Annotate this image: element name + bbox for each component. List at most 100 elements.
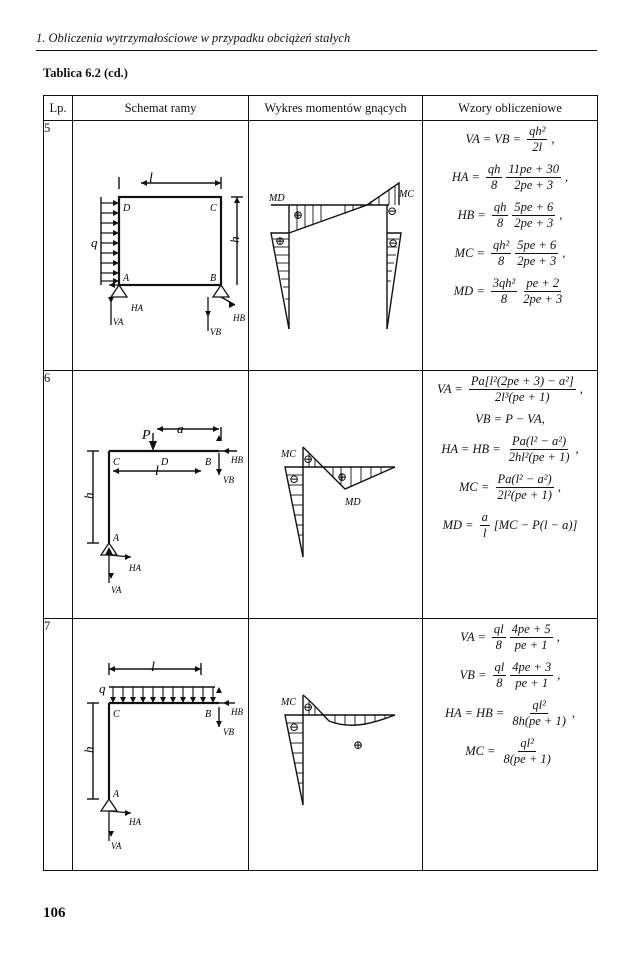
formula-den: 8: [497, 254, 505, 268]
formula-den: 8(pe + 1): [503, 752, 551, 766]
moment-chart-5: MD MC ⊕ ⊕ ⊖ ⊖: [268, 181, 414, 330]
formula-num: a: [479, 510, 490, 526]
formula-lhs: HA = HB =: [441, 442, 501, 456]
formula-den: 8h(pe + 1): [512, 714, 566, 728]
formula-num: pe + 2: [524, 276, 562, 292]
minus-sign: ⊖: [289, 472, 299, 486]
minus-sign: ⊖: [387, 204, 397, 218]
frame-scheme-7: l q h C B A HA HB VA VB: [72, 618, 249, 871]
label-HB: HB: [230, 707, 243, 717]
formula-num: ql²: [518, 736, 536, 752]
label-l: l: [151, 660, 155, 675]
formula-den: 2l³(pe + 1): [495, 390, 550, 404]
minus-sign: ⊖: [303, 452, 313, 466]
formulas-6: VA =Pa[l²(2pe + 3) − a²]2l³(pe + 1), VB …: [422, 370, 598, 619]
formula-num: qh: [491, 200, 509, 216]
formula-lhs: VA = VB =: [465, 132, 522, 146]
formula-den: 2hl²(pe + 1): [508, 450, 570, 464]
frame-scheme-5: l h q D C A B HA HB VA VB: [72, 120, 249, 371]
formula-lhs: VA =: [437, 382, 463, 396]
formula-den: 8: [495, 638, 502, 652]
label-h: h: [227, 237, 242, 244]
formula-lhs: MC =: [454, 246, 485, 260]
hatching: [287, 453, 382, 536]
formula-num: 4pe + 5: [509, 622, 553, 638]
formula-den: 2l²(pe + 1): [497, 488, 552, 502]
label-B: B: [205, 709, 211, 720]
pin-support-a: [99, 797, 119, 812]
formula-num: 3qh²: [490, 276, 518, 292]
frame-diagram-7: l q h C B A HA HB VA VB: [81, 660, 243, 851]
hatching: [273, 186, 399, 300]
frame-diagram-6: P a l h C D B A HA HB VA VB: [81, 421, 243, 595]
formula-tail: ,: [559, 208, 563, 222]
label-P: P: [141, 428, 151, 443]
header-frame-scheme: Schemat ramy: [72, 95, 249, 121]
row-number: 5: [43, 120, 73, 371]
label-B: B: [210, 273, 216, 284]
plus-sign: ⊕: [353, 738, 363, 752]
formula-num: qh²: [490, 238, 512, 254]
label-VB: VB: [210, 327, 221, 337]
plus-sign: ⊕: [275, 234, 285, 248]
formula-lhs: MD =: [442, 518, 474, 532]
formula-tail: ,: [564, 170, 569, 184]
table-row: 5: [43, 120, 598, 371]
label-MD: MD: [268, 193, 285, 204]
formula-den: 2pe + 3: [517, 254, 557, 268]
label-A: A: [112, 789, 120, 800]
label-HB: HB: [232, 313, 245, 323]
label-a: a: [177, 421, 184, 436]
formula-den: pe + 1: [514, 638, 548, 652]
formula-num: 5pe + 6: [512, 200, 556, 216]
minus-sign: ⊖: [289, 720, 299, 734]
label-HA: HA: [128, 817, 141, 827]
page-number: 106: [43, 905, 66, 921]
frame-scheme-6: P a l h C D B A HA HB VA VB: [72, 370, 249, 619]
label-C: C: [210, 203, 217, 214]
formula-lhs: HA = HB =: [444, 706, 505, 720]
formula: VA =Pa[l²(2pe + 3) − a²]2l³(pe + 1),: [423, 374, 597, 405]
moment-diagram-5: MD MC ⊕ ⊕ ⊖ ⊖: [248, 120, 423, 371]
formula-lhs: HB =: [457, 208, 486, 222]
label-MC: MC: [280, 449, 296, 460]
formula-tail: [MC − P(l − a)]: [493, 518, 578, 532]
table-row: 6: [43, 370, 598, 619]
minus-sign: ⊖: [303, 700, 313, 714]
label-B: B: [205, 457, 211, 468]
moment-diagram-7: MC ⊖ ⊖ ⊕: [248, 618, 423, 871]
column-moment-curve: [284, 714, 304, 806]
formula-den: 8: [496, 676, 503, 690]
label-MC: MC: [280, 697, 296, 708]
formula-text: VB = P − VA,: [475, 412, 545, 426]
formula-den: 2pe + 3: [514, 178, 554, 192]
formula-lhs: MD =: [453, 284, 485, 298]
formula-num: ql²: [530, 698, 548, 714]
header-rule: [36, 50, 597, 51]
formula-lhs: MC =: [465, 744, 496, 758]
formula-num: Pa(l² − a²): [495, 472, 554, 488]
formula-tail: ,: [562, 246, 566, 260]
label-A: A: [112, 533, 120, 544]
formula-num: qh²: [527, 124, 548, 140]
label-HB: HB: [230, 455, 243, 465]
formula-num: qh: [485, 162, 503, 178]
formula-num: ql: [492, 660, 507, 676]
formula-den: 2l: [532, 140, 543, 154]
formula-tail: ,: [575, 442, 579, 456]
minus-sign: ⊖: [388, 236, 398, 250]
formula-den: l: [482, 526, 487, 540]
row-number: 6: [43, 370, 73, 619]
label-l: l: [149, 171, 153, 186]
label-VA: VA: [113, 317, 124, 327]
